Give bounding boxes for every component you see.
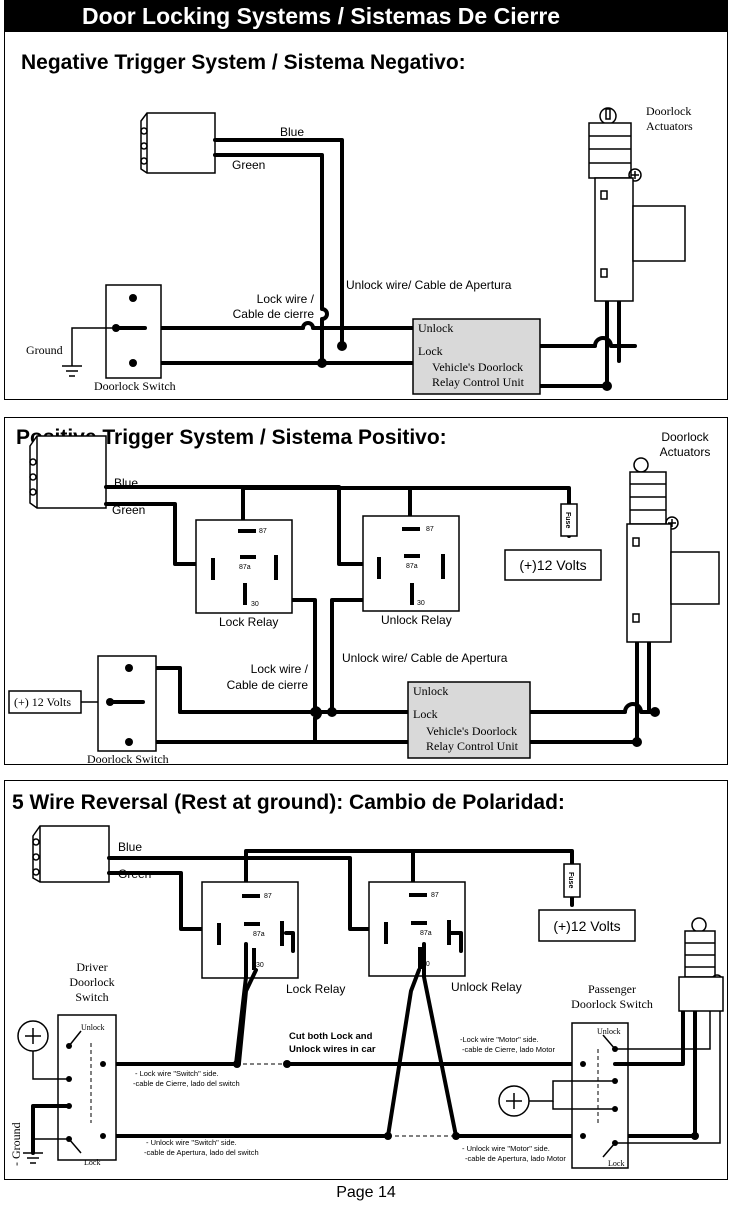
unit-lock-label: Lock bbox=[418, 344, 443, 358]
unit-name-line-1: Vehicle's Doorlock bbox=[426, 724, 517, 738]
unlock-wire-label: Unlock wire/ Cable de Apertura bbox=[342, 651, 508, 665]
five-wire-reversal-panel: 5 Wire Reversal (Rest at ground): Cambio… bbox=[4, 780, 728, 1180]
ground-label: Ground bbox=[26, 343, 63, 357]
lock-relay-pin-30: 30 bbox=[256, 962, 264, 969]
actuators-label-1: Doorlock bbox=[646, 104, 691, 118]
green-wire-label: Green bbox=[112, 503, 145, 517]
unlock-relay-pin-30: 30 bbox=[417, 600, 425, 607]
cut-wires-note-2: Unlock wires in car bbox=[289, 1044, 376, 1055]
ground-symbol bbox=[62, 327, 116, 377]
unit-name-line-2: Relay Control Unit bbox=[426, 739, 519, 753]
unlock-motor-side-note-1: - Unlock wire "Motor" side. bbox=[462, 1144, 550, 1153]
unlock-wire-label: Unlock wire/ Cable de Apertura bbox=[346, 278, 512, 292]
lock-wire-label-1: Lock wire / bbox=[257, 292, 315, 306]
unit-name-line-1: Vehicle's Doorlock bbox=[432, 360, 523, 374]
wire-connector bbox=[29, 435, 107, 509]
unlock-relay-label: Unlock Relay bbox=[381, 613, 452, 627]
lock-relay bbox=[201, 881, 299, 979]
fuse: Fuse bbox=[563, 863, 581, 898]
lock-wire-label-2: Cable de cierre bbox=[227, 678, 309, 692]
driver-power-symbol bbox=[17, 1020, 69, 1080]
volts-box bbox=[504, 549, 602, 581]
doorlock-switch bbox=[105, 284, 162, 379]
passenger-switch-label-1: Passenger bbox=[588, 982, 636, 996]
lock-relay-pin-87a: 87a bbox=[239, 564, 251, 571]
passenger-doorlock-switch bbox=[571, 1022, 629, 1169]
doorlock-switch-label: Doorlock Switch bbox=[94, 379, 176, 393]
volts-box bbox=[538, 909, 636, 942]
lock-switch-side-note-1: - Lock wire "Switch" side. bbox=[135, 1069, 219, 1078]
actuators-label-1: Doorlock bbox=[661, 430, 709, 444]
unit-lock-label: Lock bbox=[413, 707, 438, 721]
blue-wire-label: Blue bbox=[280, 125, 304, 139]
page-number: Page 14 bbox=[336, 1184, 396, 1201]
doorlock-switch bbox=[97, 655, 157, 752]
unit-name-line-2: Relay Control Unit bbox=[432, 375, 525, 389]
relay-control-unit bbox=[407, 681, 531, 759]
fuse: Fuse bbox=[560, 503, 578, 537]
driver-unlock-label: Unlock bbox=[81, 1023, 105, 1032]
doorlock-actuator bbox=[678, 917, 724, 1012]
unit-unlock-label: Unlock bbox=[418, 321, 453, 335]
lock-wire-label-2: Cable de cierre bbox=[233, 307, 315, 321]
negative-title: Negative Trigger System / Sistema Negati… bbox=[21, 51, 466, 74]
unlock-relay-pin-87: 87 bbox=[426, 526, 434, 533]
doorlock-actuator bbox=[588, 107, 686, 302]
volts-label: (+)12 Volts bbox=[519, 557, 586, 573]
driver-lock-label: Lock bbox=[84, 1158, 100, 1167]
doorlock-actuator bbox=[626, 457, 720, 643]
lock-relay-pin-87: 87 bbox=[259, 528, 267, 535]
lock-relay-label: Lock Relay bbox=[219, 615, 278, 629]
actuators-label-2: Actuators bbox=[660, 445, 711, 459]
driver-switch-label-3: Switch bbox=[75, 990, 108, 1004]
positive-title: Positive Trigger System / Sistema Positi… bbox=[16, 426, 447, 449]
cut-wires-note-1: Cut both Lock and bbox=[289, 1031, 373, 1042]
lock-relay-pin-87: 87 bbox=[264, 893, 272, 900]
actuators-label-2: Actuators bbox=[646, 119, 693, 133]
lock-motor-side-note-1: -Lock wire "Motor" side. bbox=[460, 1035, 539, 1044]
volts-label: (+)12 Volts bbox=[553, 918, 620, 934]
lock-switch-side-note-2: -cable de Cierre, lado del switch bbox=[133, 1079, 240, 1088]
lock-relay bbox=[195, 519, 293, 614]
negative-trigger-panel: Negative Trigger System / Sistema Negati… bbox=[4, 0, 728, 400]
lock-relay-pin-87a: 87a bbox=[253, 931, 265, 938]
driver-ground-symbol bbox=[23, 1104, 71, 1164]
reversal-title: 5 Wire Reversal (Rest at ground): Cambio… bbox=[12, 791, 565, 814]
unlock-relay-pin-87: 87 bbox=[431, 892, 439, 899]
volts-input-label: (+) 12 Volts bbox=[14, 695, 71, 709]
lock-relay-pin-30: 30 bbox=[251, 601, 259, 608]
wire-connector bbox=[140, 112, 216, 174]
ground-label: - Ground bbox=[9, 1122, 23, 1166]
lock-relay-label: Lock Relay bbox=[286, 982, 345, 996]
lock-motor-side-note-2: -cable de Cierre, lado Motor bbox=[462, 1045, 555, 1054]
unit-unlock-label: Unlock bbox=[413, 684, 448, 698]
green-wire-label: Green bbox=[232, 158, 265, 172]
doorlock-switch-label: Doorlock Switch bbox=[87, 752, 169, 765]
passenger-lock-label: Lock bbox=[608, 1159, 624, 1168]
page-banner: Door Locking Systems / Sistemas De Cierr… bbox=[4, 0, 728, 32]
unlock-relay-label: Unlock Relay bbox=[451, 980, 522, 994]
driver-doorlock-switch bbox=[57, 1014, 117, 1161]
positive-trigger-panel: Positive Trigger System / Sistema Positi… bbox=[4, 417, 728, 765]
unlock-switch-side-note-2: -cable de Apertura, lado del switch bbox=[144, 1148, 259, 1157]
passenger-unlock-label: Unlock bbox=[597, 1027, 621, 1036]
blue-wire-label: Blue bbox=[118, 840, 142, 854]
passenger-power-symbol bbox=[498, 1080, 615, 1117]
driver-switch-label-1: Driver bbox=[76, 960, 107, 974]
fuse-label: Fuse bbox=[564, 512, 571, 528]
unlock-relay bbox=[368, 881, 466, 977]
fuse-label: Fuse bbox=[567, 872, 574, 888]
unlock-relay bbox=[362, 515, 460, 612]
driver-switch-label-2: Doorlock bbox=[69, 975, 114, 989]
lock-wire-label-1: Lock wire / bbox=[251, 662, 309, 676]
unlock-motor-side-note-2: -cable de Apertura, lado Motor bbox=[465, 1154, 566, 1163]
unlock-relay-pin-87a: 87a bbox=[420, 930, 432, 937]
unlock-relay-pin-87a: 87a bbox=[406, 563, 418, 570]
wire-connector bbox=[32, 825, 110, 883]
relay-control-unit bbox=[412, 318, 541, 395]
passenger-switch-label-2: Doorlock Switch bbox=[571, 997, 653, 1011]
unlock-switch-side-note-1: - Unlock wire "Switch" side. bbox=[146, 1138, 237, 1147]
